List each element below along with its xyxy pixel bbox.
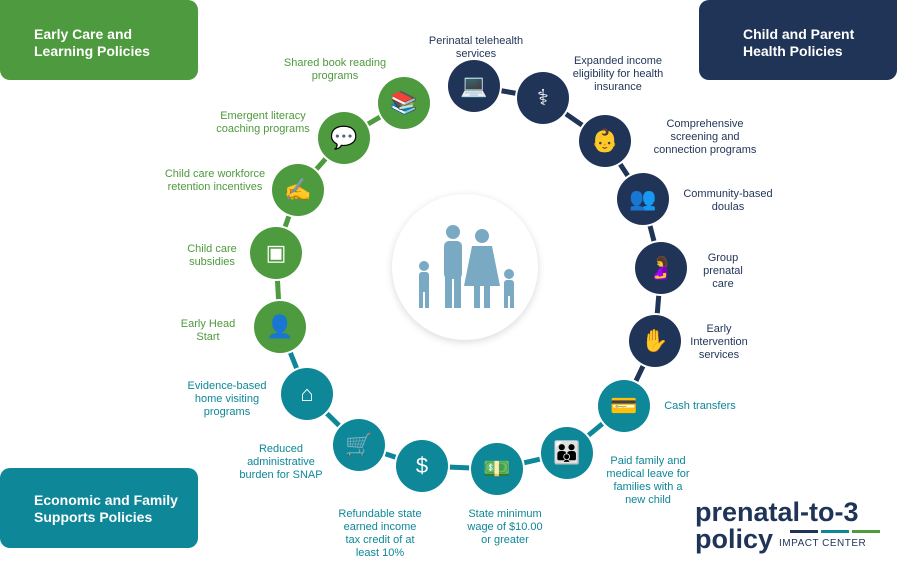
policy-label: Early Head Start [180, 318, 236, 343]
groceries-icon: 🛒 [345, 432, 373, 457]
center-family-circle [392, 194, 538, 340]
policy-label: Cash transfers [664, 400, 736, 412]
house-dollar-icon: $ [415, 453, 429, 478]
policy-node: ✋ [629, 315, 681, 367]
logo-line3: IMPACT CENTER [779, 538, 867, 549]
doctor-icon: ⚕ [537, 85, 549, 110]
home-visit-icon: ⌂ [300, 381, 314, 406]
policy-node: ▣ [250, 227, 302, 279]
policy-label: State minimum wage of $10.00 or greater [467, 508, 543, 546]
policy-node: ⌂ [281, 368, 333, 420]
policy-label: Refundable state earned income tax credi… [338, 508, 422, 559]
logo-line2: policy [695, 524, 774, 554]
policy-node: ⚕ [517, 72, 569, 124]
people-network-icon: 👥 [629, 186, 657, 211]
policy-node: 👪 [541, 427, 593, 479]
policy-node: 👤 [254, 301, 306, 353]
category-title: Child and Parent Health Policies [743, 26, 855, 59]
category-child-parent-health: Child and Parent Health Policies [699, 0, 897, 80]
category-early-care-learning: Early Care and Learning Policies [0, 0, 198, 80]
policy-label: Group prenatal care [703, 252, 743, 290]
policy-label: Reduced administrative burden for SNAP [239, 443, 323, 481]
policy-label: Comprehensive screening and connection p… [653, 118, 757, 156]
books-icon: 📚 [390, 90, 418, 115]
policy-node: 👶 [579, 115, 631, 167]
policy-label: Paid family and medical leave for famili… [606, 455, 690, 506]
category-economic-family-supports: Economic and Family Supports Policies [0, 468, 198, 548]
policy-node: 📚 [378, 77, 430, 129]
toy-blocks-icon: ▣ [265, 240, 287, 265]
policy-label: Community-based doulas [683, 188, 773, 213]
mother-baby-icon: 👶 [591, 128, 619, 153]
policy-label: Expanded income eligibility for health i… [572, 55, 664, 93]
category-title: Economic and Family Supports Policies [34, 492, 178, 525]
policy-node: $ [396, 440, 448, 492]
check-payment-icon: ✍ [284, 177, 312, 202]
policy-label: Evidence-based home visiting programs [187, 380, 267, 418]
pregnant-woman-icon: 🤰 [647, 255, 675, 280]
policy-node: 🛒 [333, 419, 385, 471]
coaching-chat-icon: 💬 [330, 125, 358, 150]
policy-label: Perinatal telehealth services [428, 35, 524, 60]
policy-node: 👥 [617, 173, 669, 225]
policy-node: 💵 [471, 443, 523, 495]
policy-node: ✍ [272, 164, 324, 216]
policy-label: Shared book reading programs [283, 57, 387, 82]
cash-bill-icon: 💵 [483, 456, 511, 481]
credit-card-icon: 💳 [610, 393, 638, 418]
policy-node: 💻 [448, 60, 500, 112]
policy-label: Child care subsidies [187, 243, 237, 268]
telehealth-icon: 💻 [460, 73, 488, 98]
prenatal-to-3-logo: prenatal-to-3 policy IMPACT CENTER [695, 497, 880, 554]
category-title: Early Care and Learning Policies [34, 26, 150, 59]
helping-hands-icon: ✋ [641, 328, 669, 353]
adult-child-icon: 👤 [266, 314, 294, 339]
family-icon: 👪 [553, 440, 581, 465]
logo-line1: prenatal-to-3 [695, 497, 859, 527]
policy-label: Early Intervention services [690, 323, 748, 361]
policy-node: 💳 [598, 380, 650, 432]
family-icon [419, 225, 514, 308]
policy-label: Emergent literacy coaching programs [216, 110, 310, 135]
policy-label: Child care workforce retention incentive… [164, 168, 266, 193]
logo-bars [790, 530, 880, 533]
policy-node: 🤰 [635, 242, 687, 294]
policy-node: 💬 [318, 112, 370, 164]
